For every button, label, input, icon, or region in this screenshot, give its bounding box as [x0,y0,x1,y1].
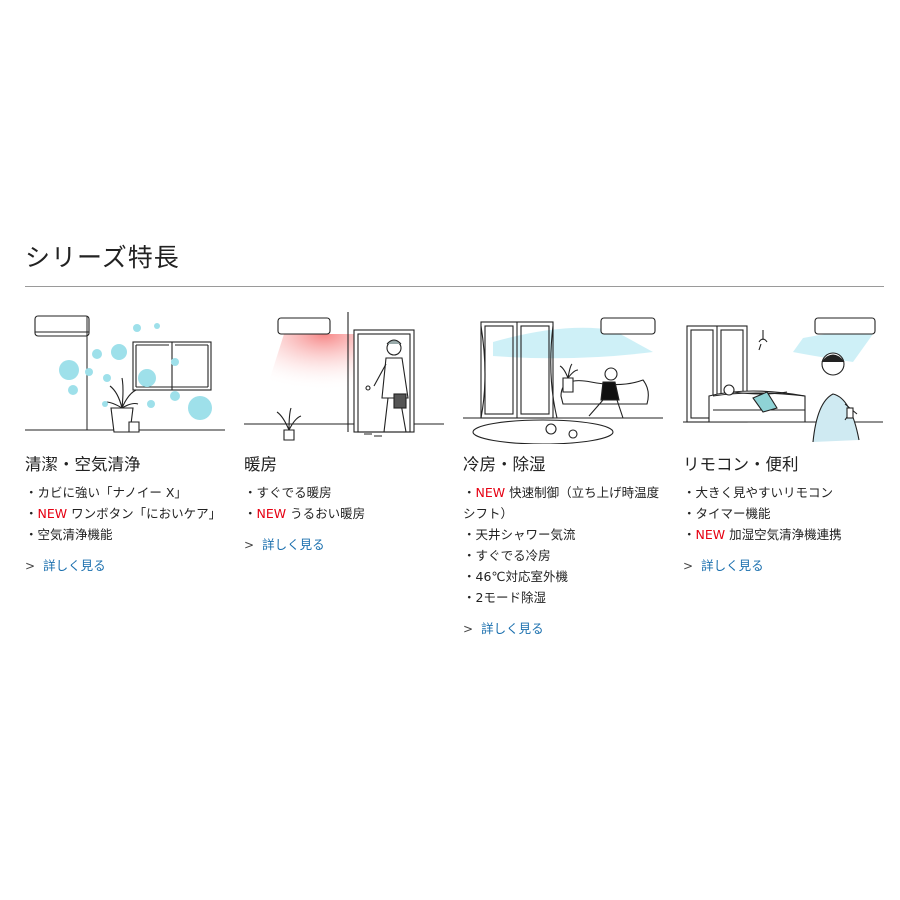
chevron-right-icon: > [683,559,694,573]
list-item: ・カビに強い「ナノイー X」 [25,485,187,500]
new-badge: NEW [695,527,726,542]
section-title: シリーズ特長 [25,243,180,272]
divider [25,286,884,287]
cooling-illustration [463,317,663,444]
remote-control-illustration [683,317,883,443]
air-purification-illustration [25,315,225,433]
details-link[interactable]: >詳しく見る [25,558,106,573]
card-title: 暖房 [244,455,277,474]
list-item: ・大きく見やすいリモコン [683,485,834,500]
card-title: 清潔・空気清浄 [25,455,141,474]
card-title: リモコン・便利 [683,455,799,474]
chevron-right-icon: > [25,559,36,573]
details-link[interactable]: >詳しく見る [683,558,764,573]
details-link[interactable]: >詳しく見る [463,621,544,636]
chevron-right-icon: > [463,622,474,636]
new-badge: NEW [37,506,68,521]
list-item: シフト） [463,506,514,521]
list-item: ・すぐでる暖房 [244,485,332,500]
list-item: ・空気清浄機能 [25,527,113,542]
new-badge: NEW [256,506,287,521]
list-item: ・46℃対応室外機 [463,569,568,584]
list-item: ・すぐでる冷房 [463,548,551,563]
chevron-right-icon: > [244,538,255,552]
list-item: ・2モード除湿 [463,590,546,605]
list-item: ・天井シャワー気流 [463,527,576,542]
details-link[interactable]: >詳しく見る [244,537,325,552]
heating-illustration [244,312,444,441]
card-title: 冷房・除湿 [463,455,546,474]
new-badge: NEW [475,485,506,500]
list-item: ・タイマー機能 [683,506,771,521]
